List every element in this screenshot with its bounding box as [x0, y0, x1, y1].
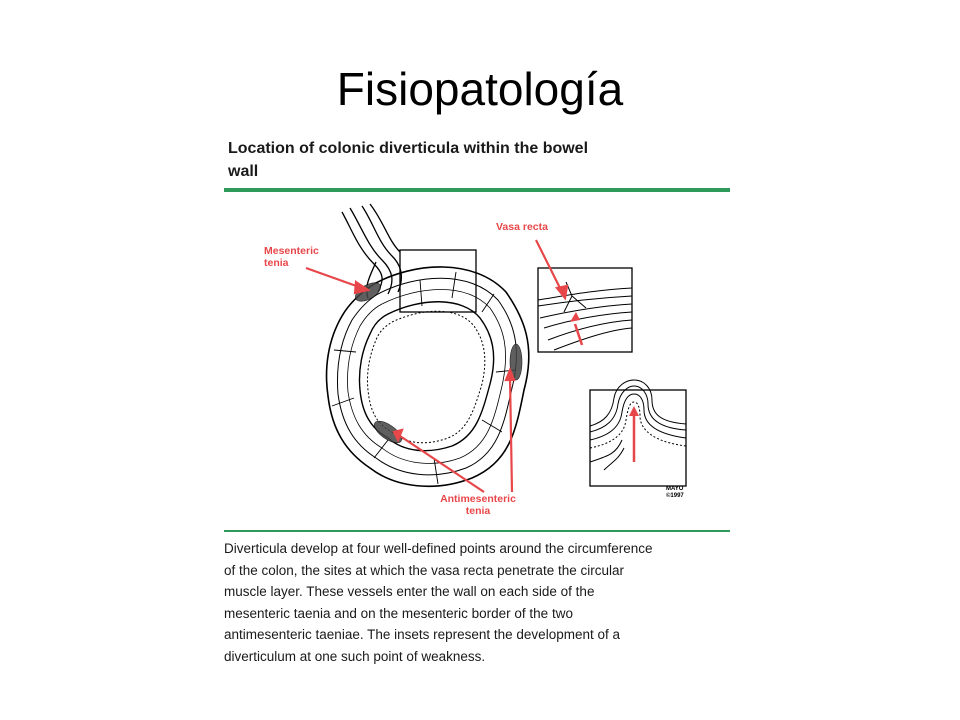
bottom-divider	[224, 530, 730, 532]
teniae	[355, 282, 523, 444]
mayo-mark: MAYO ©1997	[666, 486, 684, 499]
mesentery-vessels	[341, 203, 403, 299]
inset-source-box	[399, 249, 477, 313]
caption-line: mesenteric taenia and on the mesenteric …	[224, 605, 573, 621]
slide-title: Fisiopatología	[336, 63, 624, 115]
label-pointers	[305, 239, 569, 493]
label-mesenteric: Mesenteric	[264, 245, 319, 257]
figure-card: Location of colonic diverticula within t…	[224, 132, 732, 664]
figure-caption: Diverticula develop at four well-defined…	[224, 538, 730, 667]
label-vasa-recta: Vasa recta	[496, 221, 548, 233]
caption-line: of the colon, the sites at which the vas…	[224, 562, 624, 578]
figure-heading-line: wall	[228, 163, 259, 180]
top-divider	[224, 188, 730, 192]
label-antimesenteric: tenia	[466, 505, 491, 517]
mayo-text: MAYO	[666, 486, 684, 492]
colon-cross-section-illustration: Mesenteric tenia Vasa recta Antimesenter…	[264, 203, 687, 517]
caption-line: muscle layer. These vessels enter the wa…	[224, 584, 595, 599]
inset-vasa-recta	[537, 267, 633, 353]
colon-wall	[325, 266, 530, 488]
caption-line: antimesenteric taeniae. The insets repre…	[224, 627, 620, 642]
inset-diverticulum	[589, 379, 687, 487]
figure-heading: Location of colonic diverticula within t…	[228, 137, 708, 183]
caption-line: diverticulum at one such point of weakne…	[224, 648, 486, 664]
label-mesenteric: tenia	[264, 257, 289, 269]
figure-labels: Mesenteric tenia Vasa recta Antimesenter…	[264, 221, 548, 517]
figure-heading-line: Location of colonic diverticula within t…	[228, 140, 589, 157]
caption-line: Diverticula develop at four well-defined…	[224, 541, 653, 556]
label-antimesenteric: Antimesenteric	[440, 493, 516, 505]
mayo-year: ©1997	[666, 492, 684, 499]
